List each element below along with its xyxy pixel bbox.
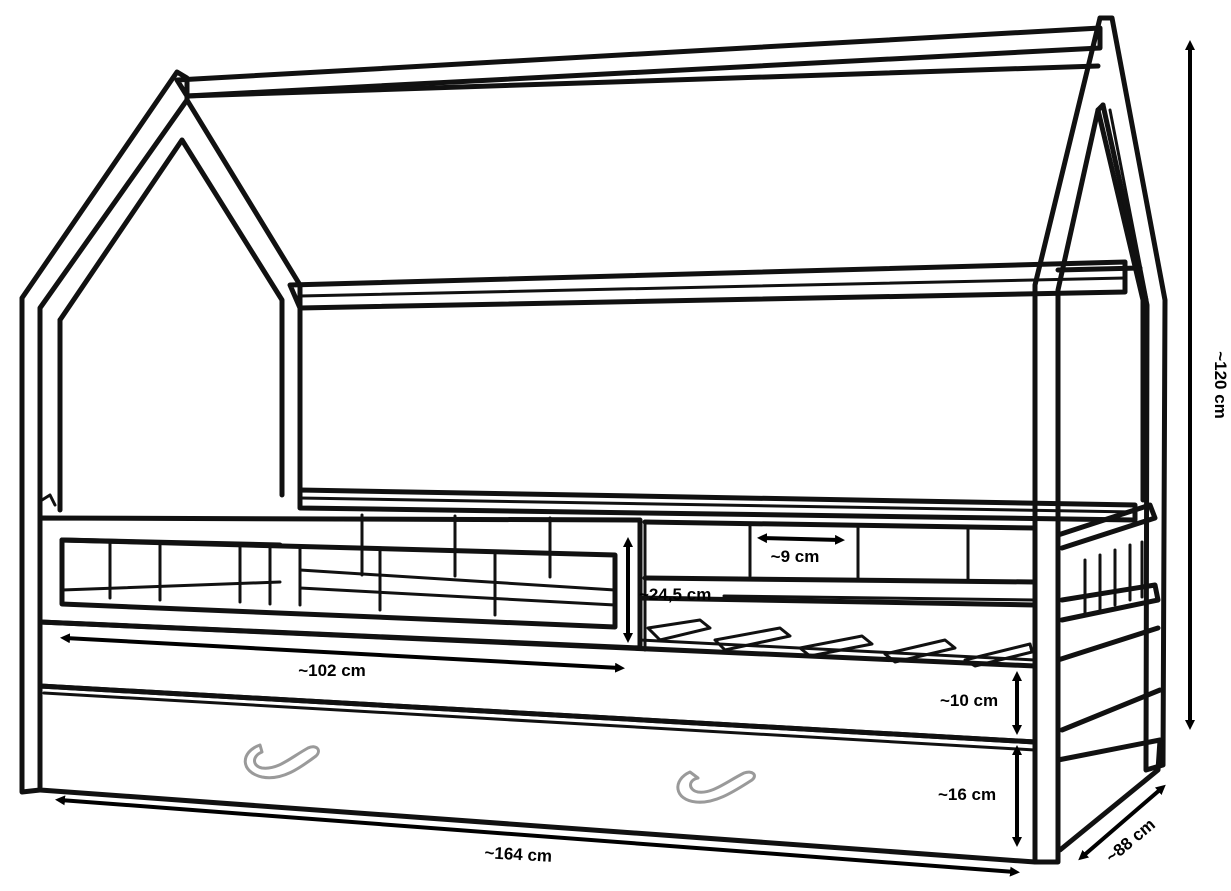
length-total-label: ~164 cm — [484, 843, 552, 866]
drawer-handle-icon — [676, 770, 756, 804]
roof-ridge — [174, 25, 1103, 99]
bed-frame-board — [37, 619, 1038, 745]
rail-height-label: ~24,5 cm — [639, 585, 711, 604]
slatted-base — [638, 618, 1037, 668]
dimension-arrows — [55, 40, 1195, 877]
drawer-height-label: ~16 cm — [938, 785, 996, 804]
arrow-icon — [1078, 784, 1166, 861]
drawer-handle-icon — [243, 743, 320, 780]
left-gable — [19, 69, 303, 795]
roof-lower-bar — [287, 259, 1143, 311]
arrow-icon — [55, 795, 1020, 877]
arrow-icon — [757, 533, 845, 545]
slat-gap-label: ~9 cm — [771, 547, 820, 566]
frame-height-label: ~10 cm — [940, 691, 998, 710]
height-total-label: ~120 cm — [1211, 351, 1230, 419]
right-gable — [1032, 15, 1168, 865]
rail-length-label: ~102 cm — [298, 661, 366, 680]
dimension-labels: ~120 cm ~164 cm ~88 cm ~102 cm ~24,5 cm … — [298, 351, 1230, 867]
arrow-icon — [60, 633, 625, 673]
width-total-label: ~88 cm — [1102, 815, 1159, 867]
back-rail — [297, 487, 1138, 652]
right-end-rail — [1055, 502, 1163, 733]
drawer — [37, 683, 1163, 865]
